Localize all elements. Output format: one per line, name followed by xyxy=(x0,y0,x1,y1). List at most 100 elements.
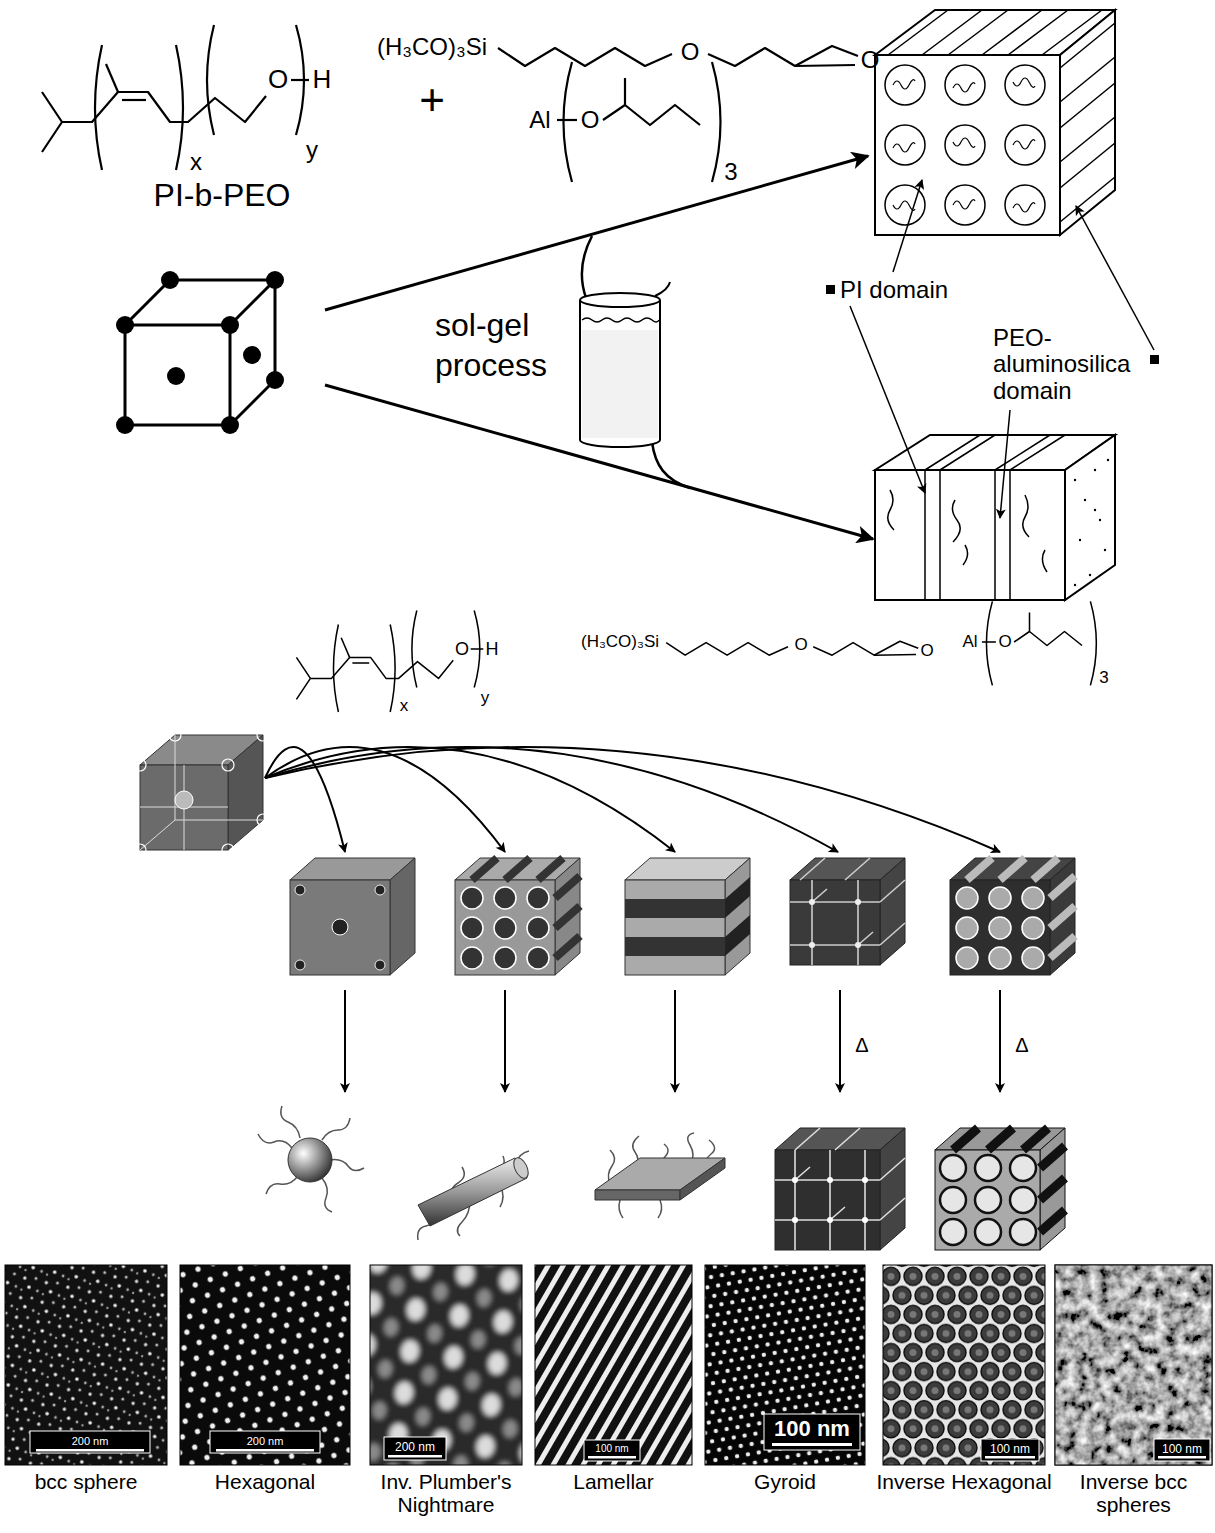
aluminium-alkoxide-structure xyxy=(1090,601,1096,685)
hexagonal-hybrid-cube xyxy=(1013,203,1035,212)
hexagonal-hybrid-cube xyxy=(945,65,985,105)
bcc-unit-cell-grey xyxy=(134,844,146,856)
lamellar-hybrid-cube-small xyxy=(725,858,750,975)
silane-structure xyxy=(498,48,672,66)
hexagonal-hybrid-cube xyxy=(1013,78,1035,87)
hexagonal-hybrid-cube xyxy=(885,65,1045,225)
hexagonal-hybrid-cube-small xyxy=(455,880,555,975)
lamellar-hybrid-cube xyxy=(888,435,1065,600)
scale-box: 200 nm xyxy=(72,1436,109,1447)
caption: bcc sphere xyxy=(0,1470,175,1493)
lamellar-hybrid-cube-small xyxy=(625,858,750,975)
bcc-hybrid-cube xyxy=(332,919,348,935)
label-box: y xyxy=(481,688,490,708)
label-box: Al xyxy=(962,632,977,652)
bcc-unit-cell xyxy=(266,371,284,389)
figure-label: sol-gel process xyxy=(435,305,575,385)
bcc-unit-cell-grey xyxy=(169,729,181,741)
gyroid-mesoporous-cube xyxy=(775,1128,905,1250)
label-box: Δ xyxy=(855,1034,868,1057)
lamellar-hybrid-cube-small xyxy=(625,880,725,975)
curved-arrow xyxy=(265,747,1000,852)
scale-box: 100 nm xyxy=(595,1444,628,1454)
hexagonal-hybrid-cube xyxy=(893,201,915,210)
silane-structure xyxy=(813,641,918,655)
process-arrow xyxy=(325,156,868,310)
beaker-icon xyxy=(580,293,660,307)
bcc-hybrid-cube xyxy=(290,858,415,975)
tem-panel: 100 nmInverse Hexagonal xyxy=(883,1265,1045,1531)
scale-box: 100 nm xyxy=(1162,1443,1202,1455)
caption-box: Hexagonal xyxy=(172,1470,358,1493)
scale-box: 100 nm xyxy=(774,1418,850,1440)
pi-b-peo-structure xyxy=(390,625,395,713)
scale-bar xyxy=(588,1456,636,1459)
inverse-hexagonal-mesoporous-cube xyxy=(935,1150,1040,1250)
bcc-unit-cell-grey xyxy=(175,791,193,809)
caption: Inverse Hexagonal xyxy=(875,1470,1053,1493)
label-box: PEO- aluminosilica domain xyxy=(993,325,1158,404)
hexagonal-hybrid-cube-small xyxy=(461,887,549,969)
cylinder-icon xyxy=(418,1158,527,1226)
caption: Inverse bcc spheres xyxy=(1047,1470,1215,1516)
bcc-unit-cell xyxy=(116,316,134,334)
inverse-hexagonal-mesoporous-cube xyxy=(975,1187,1001,1213)
inverse-hexagonal-mesoporous-cube xyxy=(940,1187,966,1213)
scale-bar xyxy=(216,1449,314,1452)
lamella-icon xyxy=(658,1200,662,1218)
domain-leaders xyxy=(826,180,1159,518)
bcc-unit-cell-grey xyxy=(228,735,263,850)
figure-label: (H₃CO)₃Si xyxy=(377,33,487,61)
scale-bar xyxy=(981,1439,1039,1461)
domain-leaders xyxy=(850,306,925,493)
bcc-unit-cell-grey xyxy=(222,844,234,856)
inverse-hexagonal-hybrid-cube xyxy=(950,858,1075,975)
label-box: O xyxy=(268,65,288,95)
gyroid-mesoporous-cube xyxy=(862,1177,868,1183)
scale-label: 100 nm xyxy=(595,1444,628,1454)
lamellar-hybrid-cube-small xyxy=(725,915,750,956)
down-arrow xyxy=(999,990,1001,1092)
aluminium-alkoxide-structure xyxy=(1014,613,1082,646)
lamella-icon xyxy=(595,1190,680,1200)
tem-micrograph xyxy=(1055,1265,1212,1465)
bcc-unit-cell xyxy=(221,416,239,434)
figure-label: (H₃CO)₃Si xyxy=(581,632,659,652)
lamellar-hybrid-cube xyxy=(1074,479,1076,481)
tem-micrograph xyxy=(535,1265,692,1465)
inverse-hexagonal-hybrid-cube xyxy=(989,917,1011,939)
scale-box: 200 nm xyxy=(247,1436,284,1447)
label-box: (H₃CO)₃Si xyxy=(581,632,659,652)
domain-leaders xyxy=(1150,355,1159,364)
inverse-hexagonal-mesoporous-cube xyxy=(1010,1155,1036,1181)
label-box: y xyxy=(306,136,318,164)
scale-label: 100 nm xyxy=(990,1443,1030,1455)
label-box: O xyxy=(861,46,880,74)
sphere-icon xyxy=(288,1138,332,1182)
cylinder-icon xyxy=(511,1155,531,1180)
inverse-hexagonal-mesoporous-cube xyxy=(1010,1187,1036,1213)
lamellar-hybrid-cube-small xyxy=(725,877,750,918)
inverse-hexagonal-hybrid-cube xyxy=(950,880,1050,975)
label-box: x xyxy=(190,148,202,176)
lamellar-hybrid-cube xyxy=(1099,519,1101,521)
label-box: H xyxy=(486,639,499,660)
hexagonal-hybrid-cube-small xyxy=(527,887,549,909)
figure-label: O xyxy=(861,46,880,74)
sphere-icon xyxy=(266,1176,298,1194)
scale-bar xyxy=(584,1440,640,1461)
pi-b-peo-structure xyxy=(412,611,417,688)
hexagonal-hybrid-cube xyxy=(875,10,1115,235)
hexagonal-hybrid-cube-small xyxy=(472,858,580,958)
hexagonal-hybrid-cube-small xyxy=(461,887,483,909)
label-box: 3 xyxy=(1099,668,1108,688)
hexagonal-hybrid-cube xyxy=(885,65,925,105)
lamellar-hybrid-cube xyxy=(1074,584,1076,586)
tem-micrograph xyxy=(180,1265,350,1465)
scale-label: 200 nm xyxy=(247,1436,284,1447)
inverse-hexagonal-mesoporous-cube xyxy=(940,1155,966,1181)
hexagonal-hybrid-cube xyxy=(1005,125,1045,165)
hexagonal-hybrid-cube xyxy=(953,200,975,209)
